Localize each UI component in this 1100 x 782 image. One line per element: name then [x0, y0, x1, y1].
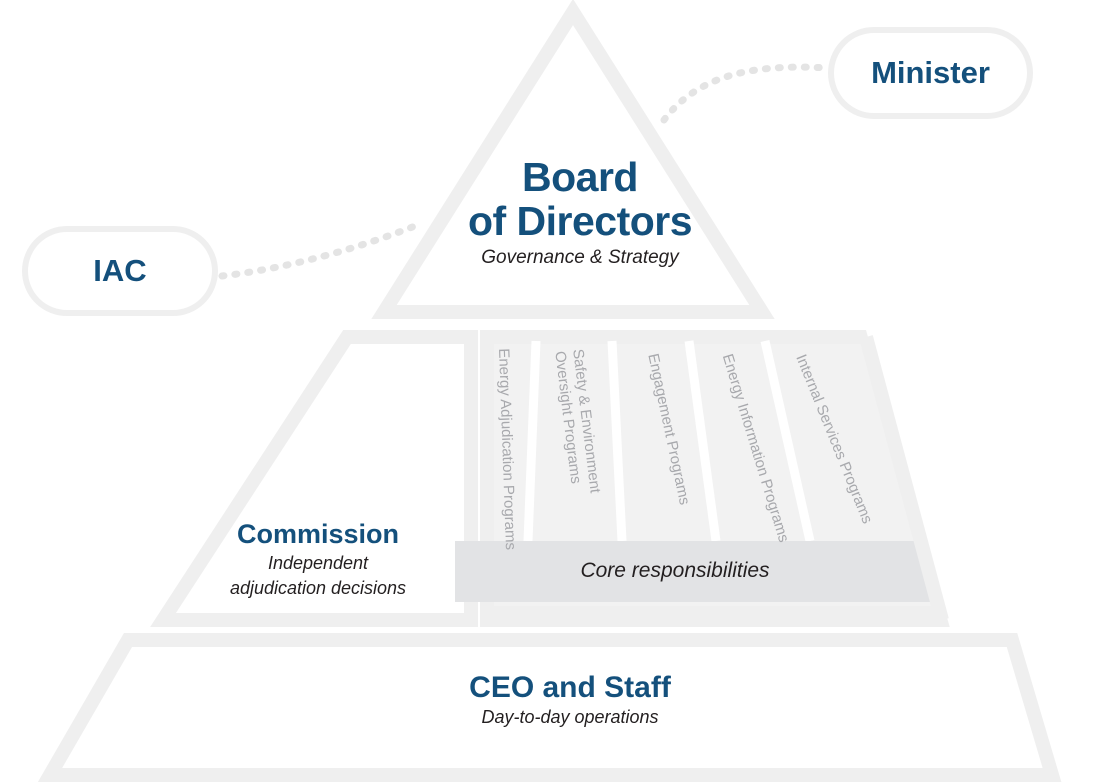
program-dividers: [523, 340, 815, 542]
minister-label: Minister: [871, 55, 990, 90]
board-of-directors-label: Board of Directors Governance & Strategy: [400, 155, 760, 268]
commission-label: Commission Independent adjudication deci…: [178, 519, 458, 598]
ceo-subtitle: Day-to-day operations: [481, 707, 659, 728]
programs-right-edge: [859, 335, 949, 622]
iac-callout[interactable]: IAC: [22, 226, 218, 316]
commission-subtitle-line2: adjudication decisions: [229, 577, 407, 598]
ceo-and-staff-label: CEO and Staff Day-to-day operations: [405, 671, 735, 728]
ceo-title: CEO and Staff: [469, 671, 671, 704]
tier-bottom-shape: [37, 633, 1062, 782]
board-subtitle: Governance & Strategy: [481, 246, 679, 268]
right-slope-mask: [866, 330, 1010, 628]
board-title-line2: of Directors: [467, 198, 693, 245]
minister-callout[interactable]: Minister: [828, 27, 1033, 119]
commission-title: Commission: [236, 519, 400, 549]
bottom-trapezoid: [37, 633, 1062, 782]
commission-subtitle-line1: Independent: [267, 553, 369, 574]
minister-connector-line: [660, 63, 832, 124]
iac-label: IAC: [93, 253, 147, 288]
iac-connector-line: [218, 220, 424, 280]
board-title-line1: Board: [522, 154, 638, 200]
core-responsibilities-text: Core responsibilities: [580, 559, 770, 582]
core-band-clip: [487, 541, 930, 602]
top-triangle: [371, 0, 775, 319]
core-responsibilities-label: Core responsibilities: [455, 559, 895, 583]
tier-top-shape: [371, 0, 775, 319]
tier-middle-shape: [150, 330, 1010, 628]
commission-block: [150, 330, 478, 627]
